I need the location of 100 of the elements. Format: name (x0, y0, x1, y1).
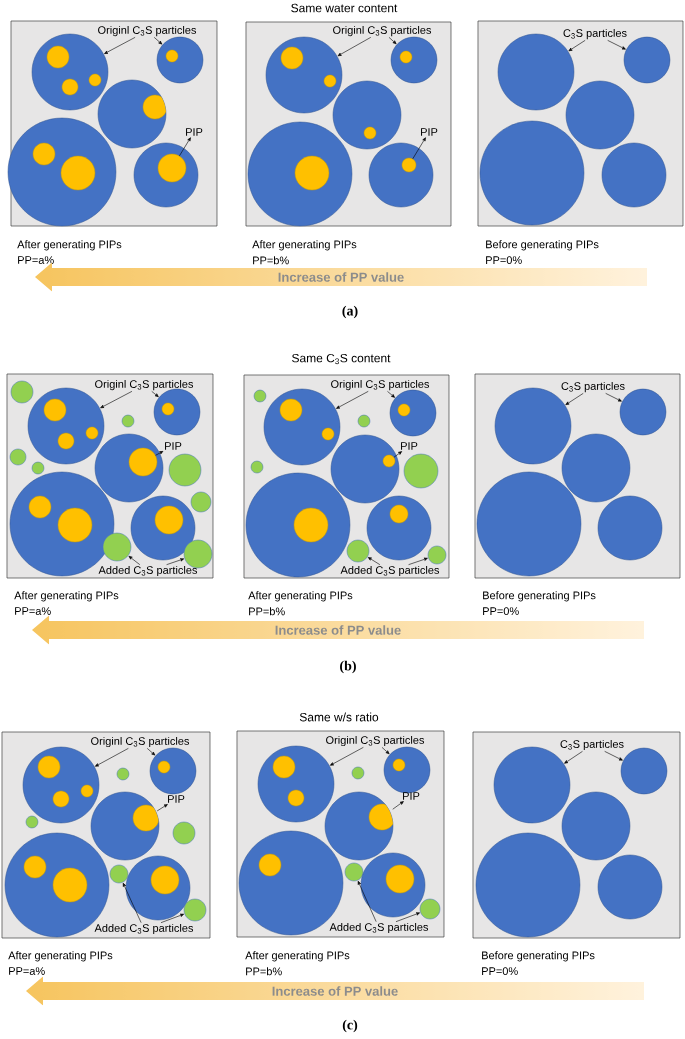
c3s-particle (475, 832, 581, 938)
c3s-particle (597, 854, 663, 920)
caption-text: Before generating PIPs (482, 951, 595, 962)
pip-region (287, 789, 305, 807)
added-particle (357, 414, 371, 428)
pip-region (52, 867, 88, 903)
pip-region (60, 155, 96, 191)
pip-region (399, 50, 413, 64)
pip-region (258, 853, 282, 877)
caption-text: PP=b% (253, 256, 289, 265)
callout-label: PIP (403, 792, 420, 800)
c3s-particle (332, 80, 402, 150)
added-particle (250, 460, 264, 474)
band-arrow: Increase of PP value (272, 986, 398, 996)
leader-line (367, 557, 381, 565)
leader-line (607, 40, 626, 50)
added-particle (403, 453, 439, 489)
c3s-particle (330, 434, 400, 504)
pip-region (43, 398, 67, 422)
pip-region (85, 426, 99, 440)
c3s-particle (389, 389, 437, 437)
panel-title: Same w/s ratio (299, 712, 379, 722)
band-arrow: Increase of PP value (275, 625, 401, 635)
callout-label: Added C$_{3}$S particles (329, 922, 429, 934)
caption-text: PP=a% (9, 967, 45, 975)
panel-label: (c) (342, 1019, 358, 1033)
leader-line (128, 555, 141, 565)
caption-text: PP=0% (486, 256, 522, 264)
pip-region (397, 403, 411, 417)
added-particle (183, 898, 207, 922)
c3s-particle (565, 80, 635, 150)
pip-region (165, 49, 179, 63)
pip-region (323, 74, 337, 88)
pip-region (23, 855, 47, 879)
caption-text: After generating PIPs (245, 951, 350, 962)
caption-text: After generating PIPs (252, 240, 357, 251)
leader-line (565, 393, 584, 406)
caption-text: After generating PIPs (17, 240, 122, 251)
added-particle (419, 898, 441, 920)
pip-region (57, 432, 75, 450)
leader-line (160, 913, 184, 923)
leader-line (337, 37, 372, 57)
pip-region (154, 505, 184, 535)
added-particle (346, 539, 370, 563)
caption-text: PP=0% (482, 967, 518, 975)
pip-region (280, 46, 304, 70)
pip-region (279, 398, 303, 422)
caption-text: PP=b% (249, 607, 285, 616)
added-particle (121, 414, 135, 428)
leader-line (604, 751, 623, 761)
c3s-particle (561, 433, 631, 503)
callout-label: PIP (186, 128, 203, 136)
pip-region (389, 504, 409, 524)
leader-line (179, 137, 191, 157)
pip-region (363, 126, 377, 140)
c3s-particle (476, 471, 582, 577)
c3s-particle (479, 120, 585, 226)
c3s-particle (149, 747, 197, 795)
panel-title: Same water content (291, 3, 398, 13)
leader-line (381, 747, 390, 755)
callout-label: Originl C$_{3}$S particles (326, 735, 425, 747)
leader-line (336, 391, 369, 409)
caption-text: Before generating PIPs (486, 240, 599, 251)
pip-region (293, 507, 329, 543)
callout-label: Originl C$_{3}$S particles (333, 25, 432, 37)
leader-line (393, 451, 402, 458)
added-particle (10, 380, 34, 404)
pip-region (46, 45, 70, 69)
leader-line (357, 880, 377, 922)
band-arrow: Increase of PP value (278, 272, 404, 282)
c3s-particle (368, 142, 434, 208)
pip-region (32, 142, 56, 166)
callout-label: C$_{3}$S particles (561, 381, 625, 393)
leader-line (95, 748, 129, 767)
leader-line (330, 747, 364, 766)
callout-label: Added C$_{3}$S particles (94, 923, 194, 935)
leader-line (100, 391, 133, 409)
caption-text: After generating PIPs (248, 591, 353, 602)
leader-line (408, 557, 428, 565)
callout-label: PIP (421, 128, 438, 136)
leader-line (564, 751, 583, 764)
added-particle (116, 767, 130, 781)
leader-line (392, 801, 404, 810)
added-particle (168, 453, 202, 487)
added-particle (253, 389, 267, 403)
pip-region (52, 790, 70, 808)
pip-region (272, 755, 296, 779)
leader-line (146, 748, 156, 756)
callout-label: PIP (401, 442, 418, 450)
caption-text: PP=a% (15, 607, 51, 615)
panel-label: (b) (340, 660, 356, 674)
callout-label: PIP (168, 795, 185, 803)
added-particle (351, 766, 365, 780)
leader-line (387, 391, 395, 398)
added-particle (25, 815, 39, 829)
pip-region (128, 447, 158, 477)
pip-region (392, 758, 406, 772)
pip-region (401, 157, 417, 173)
callout-label: Added C$_{3}$S particles (340, 565, 440, 577)
callout-label: Originl C$_{3}$S particles (331, 379, 430, 391)
